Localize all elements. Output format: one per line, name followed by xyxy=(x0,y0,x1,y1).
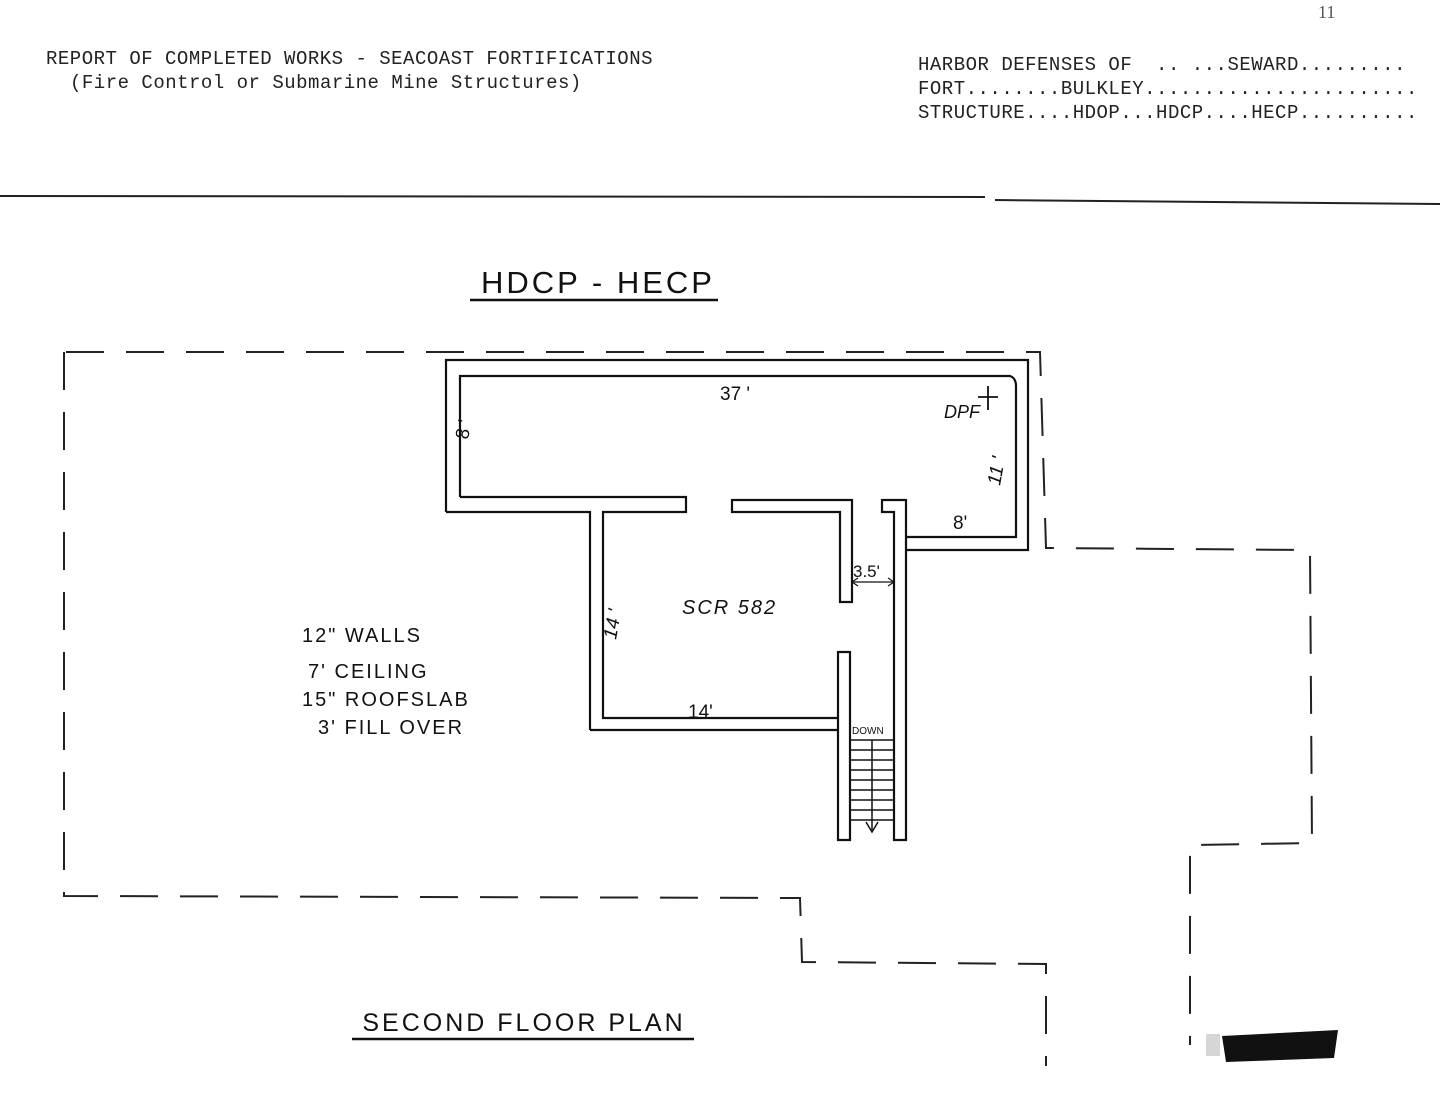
dim-room-width: 14' xyxy=(688,702,713,723)
spec-fill-over: 3' FILL OVER xyxy=(318,717,464,739)
drawing-caption: SECOND FLOOR PLAN xyxy=(362,1009,685,1037)
structure-line: STRUCTURE....HDOP...HDCP....HECP........… xyxy=(918,102,1418,124)
fort-line: FORT........BULKLEY.....................… xyxy=(918,78,1418,100)
stair-down-label: DOWN xyxy=(852,726,884,737)
fill-outline xyxy=(63,351,1314,1066)
spec-ceiling: 7' CEILING xyxy=(308,661,429,683)
dpf-crosshair-icon xyxy=(978,386,998,410)
report-subtitle: (Fire Control or Submarine Mine Structur… xyxy=(70,72,582,94)
page-number: 11 xyxy=(1318,2,1336,22)
structure-walls xyxy=(444,358,1030,842)
dim-right-height: 11 ' xyxy=(984,454,1010,487)
harbor-defenses-line: HARBOR DEFENSES OF .. ...SEWARD......... xyxy=(918,54,1406,76)
dim-room-height: 14 ' xyxy=(600,606,626,641)
header-rule-right xyxy=(994,199,1441,205)
passage-dim-arrow xyxy=(850,577,896,587)
redacted-stamp xyxy=(1206,1030,1338,1062)
stair-treads xyxy=(850,739,894,834)
room-label: SCR 582 xyxy=(682,597,777,619)
dpf-label: DPF xyxy=(944,402,981,422)
dim-left-height: 8 ' xyxy=(452,418,476,441)
header-rule xyxy=(0,195,986,198)
spec-walls: 12" WALLS xyxy=(302,625,422,647)
report-title: REPORT OF COMPLETED WORKS - SEACOAST FOR… xyxy=(46,48,653,70)
dim-right-bottom: 8' xyxy=(953,513,967,534)
dim-passage-width: 3.5' xyxy=(853,562,880,581)
spec-roofslab: 15" ROOFSLAB xyxy=(302,689,470,711)
drawing-title: HDCP - HECP xyxy=(481,265,715,300)
dim-top-length: 37 ' xyxy=(720,384,750,405)
